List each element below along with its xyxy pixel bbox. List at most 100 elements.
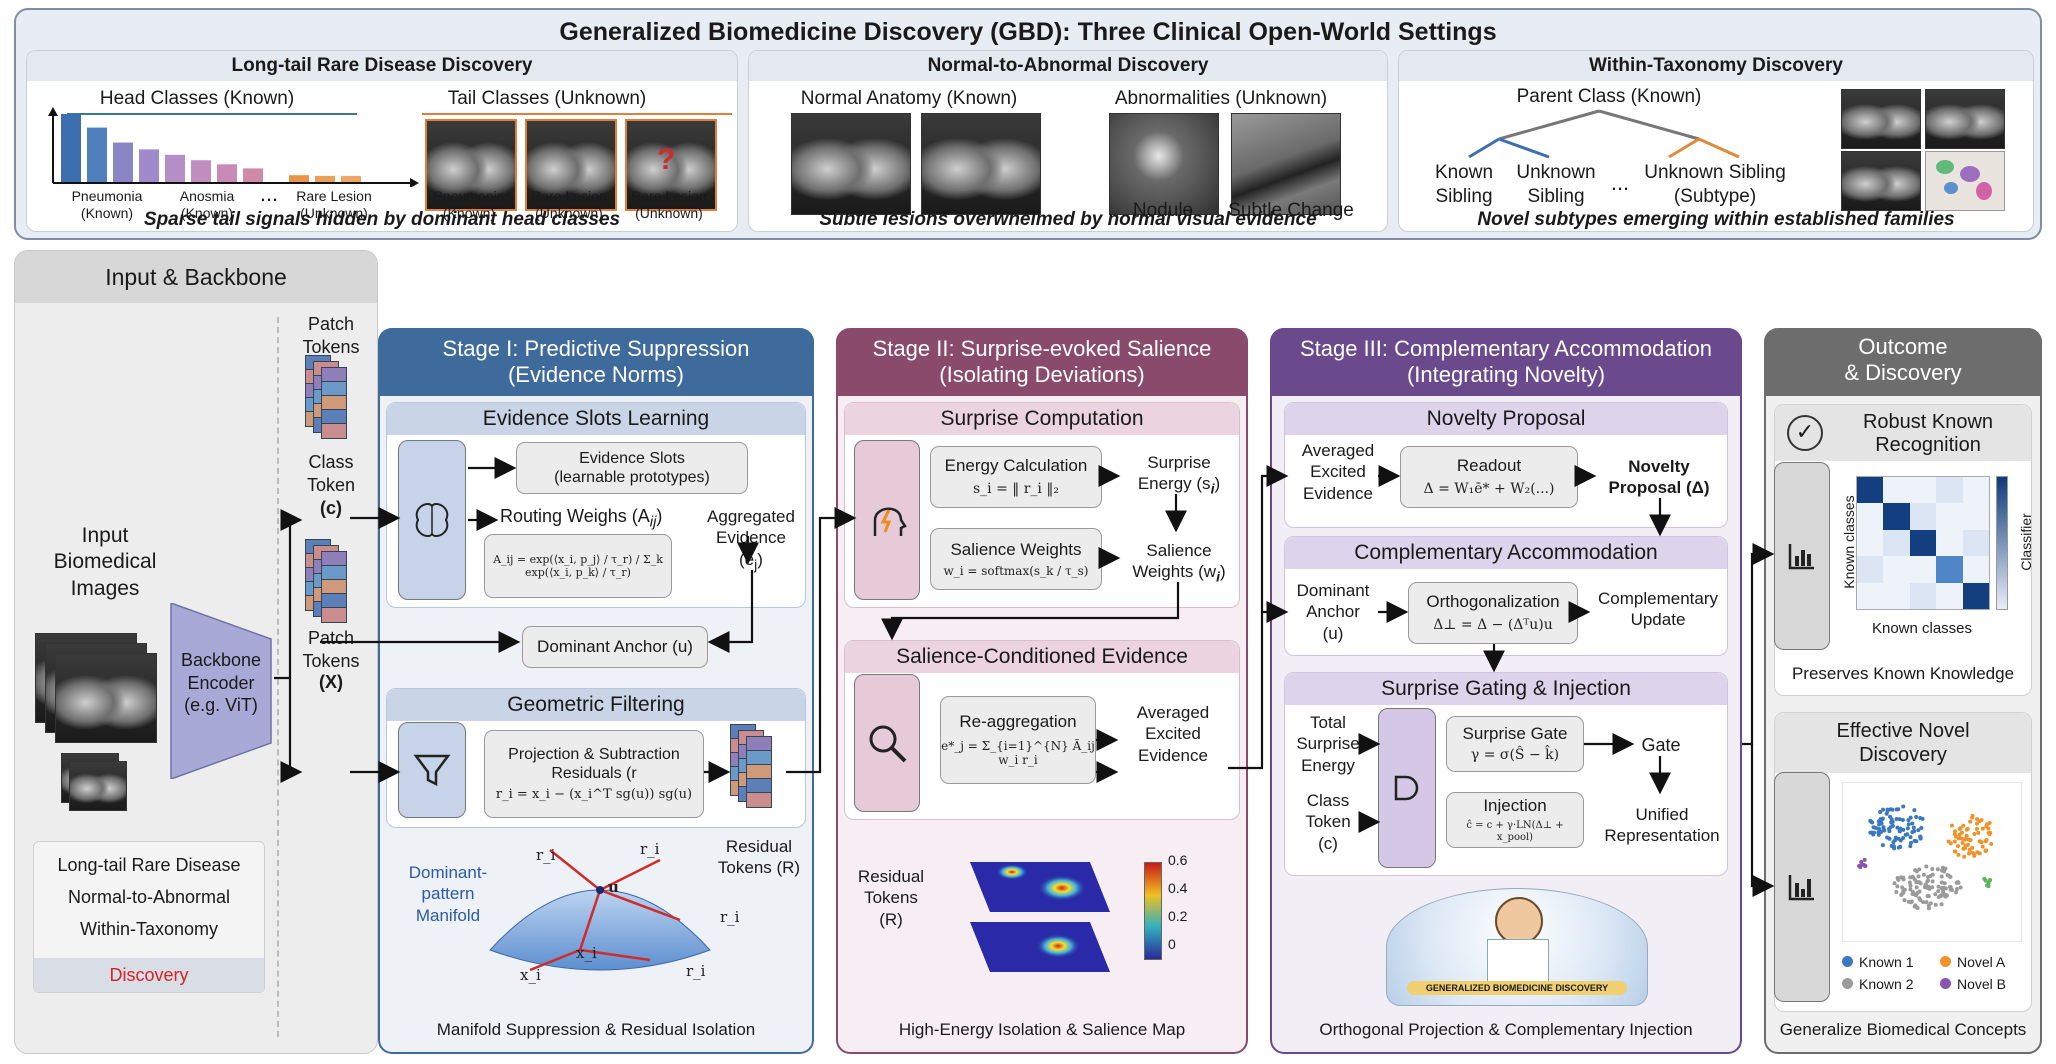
tsne-point (1872, 830, 1877, 835)
tsne-point (1878, 809, 1883, 814)
taxonomy-xray-3 (1841, 151, 1921, 211)
tsne-point (1958, 826, 1963, 831)
outcome-footer: Generalize Biomedical Concepts (1779, 1020, 2027, 1039)
cond-title: Salience-Conditioned Evidence (845, 641, 1239, 673)
tsne-point (1980, 826, 1985, 831)
longtail-bar (217, 164, 237, 182)
tsne-point (1966, 837, 1971, 842)
bar-label-anosmia: Anosmia (Known) (179, 188, 235, 221)
input-title: Input & Backbone (15, 251, 377, 303)
bar-label-rare: Rare Lesion (Unknown) (296, 188, 372, 221)
tsne-point (1901, 804, 1906, 809)
bar-chart-icon-2 (1774, 772, 1830, 1002)
longtail-bar (61, 114, 81, 182)
complementary-update: Complementary Update (1598, 589, 1718, 630)
known-sibling-label: Known Sibling (1434, 162, 1494, 207)
surprise-title: Surprise Computation (845, 403, 1239, 435)
manifold-label-r3: r_i (720, 908, 740, 926)
matrix-cell (1857, 503, 1884, 530)
tsne-point (1921, 900, 1926, 905)
legend-known1: Known 1 (1842, 954, 1913, 970)
tsne-point (1894, 890, 1899, 895)
tsne-point (1894, 817, 1899, 822)
matrix-cell (1909, 503, 1937, 530)
surprise-energy: Surprise Energy (si) (1137, 453, 1221, 498)
main-title: Generalized Biomedicine Discovery (GBD):… (559, 18, 1497, 46)
normal-anatomy-label: Normal Anatomy (Known) (800, 88, 1018, 109)
tsne-point (1962, 854, 1967, 859)
reagg-box: Re-aggregation e*_j = Σ_{i=1}^{N} Ã_ij w… (940, 696, 1096, 784)
matrix-cell (1936, 503, 1963, 530)
dominant-anchor-box: Dominant Anchor (u) (522, 626, 708, 668)
input-xray-stack-front (55, 653, 157, 743)
ortho-box: Orthogonalization Δ⊥ = Δ − (Δᵀu)u (1408, 582, 1578, 644)
matrix-cell (1883, 582, 1910, 609)
settings-item-normal: Normal-to-Abnormal (67, 887, 231, 907)
tsne-point (1977, 819, 1982, 824)
tsne-point (1928, 901, 1933, 906)
discovery-label: Discovery (109, 965, 189, 985)
stage2-title: Stage II: Surprise-evoked Salience (Isol… (872, 336, 1212, 388)
tsne-point (1910, 874, 1915, 879)
readout-formula: Δ = W₁ē* + W₂(...) (1423, 480, 1555, 497)
gate-icon (1378, 708, 1436, 868)
slots-title: Evidence Slots Learning (387, 403, 805, 435)
tail-classes-label: Tail Classes (Unknown) (447, 88, 647, 109)
tsne-point (1914, 814, 1919, 819)
tsne-point (1868, 818, 1873, 823)
reagg-title: Re-aggregation (959, 712, 1077, 732)
badge-text: GENERALIZED BIOMEDICINE DISCOVERY (1407, 981, 1627, 995)
brain-icon (398, 440, 466, 600)
tsne-point (1944, 893, 1949, 898)
tsne-point (1907, 880, 1912, 885)
tsne-point (1906, 822, 1911, 827)
input-images-label: Input Biomedical Images (53, 524, 157, 600)
gate-label: Gate (1641, 735, 1681, 755)
longtail-title: Long-tail Rare Disease Discovery (27, 51, 737, 81)
longtail-bar (139, 149, 159, 182)
tsne-point (1881, 807, 1886, 812)
tsne-point (1900, 818, 1905, 823)
tsne-scatter (1842, 782, 2022, 942)
tsne-point (1895, 825, 1900, 830)
tsne-point (1908, 900, 1913, 905)
matrix-cell (1857, 556, 1884, 583)
tsne-point (1902, 887, 1907, 892)
tsne-point (1956, 852, 1961, 857)
tsne-point (1879, 830, 1884, 835)
tsne-point (1930, 879, 1935, 884)
bar-label-ellipsis: ... (259, 181, 279, 206)
tsne-point (1966, 851, 1971, 856)
tsne-point (1938, 894, 1943, 899)
tsne-point (1986, 826, 1991, 831)
img-label-2: Rare Lesion (Unknown) (531, 188, 607, 221)
abnormal-label: Abnormalities (Unknown) (1114, 88, 1328, 109)
tsne-point (1912, 877, 1917, 882)
tsne-point (1903, 832, 1908, 837)
longtail-panel: Long-tail Rare Disease Discovery Head Cl… (26, 50, 738, 232)
tsne-point (1952, 839, 1957, 844)
salience-title: Salience Weights (950, 539, 1082, 559)
outcome-title: Outcome & Discovery (1844, 334, 1962, 386)
longtail-bar (289, 175, 309, 182)
class-token-symbol: (c) (320, 498, 342, 518)
evidence-slots-box: Evidence Slots (learnable prototypes) (516, 442, 748, 494)
tsne-point (1961, 823, 1966, 828)
longtail-bar (113, 142, 133, 182)
taxonomy-caption: Novel subtypes emerging within establish… (1477, 209, 1955, 230)
taxonomy-xray-1 (1841, 89, 1921, 149)
tsne-point (1936, 884, 1941, 889)
matrix-cell (1883, 556, 1910, 583)
salience-box: Salience Weights w_i = softmax(s_k / τ_s… (930, 528, 1102, 590)
tsne-point (1926, 884, 1931, 889)
tsne-point (1887, 829, 1892, 834)
matrix-cell (1962, 503, 1989, 530)
unified-representation: Unified Representation (1604, 805, 1720, 846)
manifold-label: Dominant- pattern Manifold (408, 863, 488, 925)
tsne-point (1890, 807, 1895, 812)
tsne-point (1945, 872, 1950, 877)
taxonomy-tree (1468, 109, 1740, 159)
tsne-point (1948, 841, 1953, 846)
residual-tokens-label: Residual Tokens (R) (717, 837, 801, 878)
longtail-bar (165, 154, 185, 182)
